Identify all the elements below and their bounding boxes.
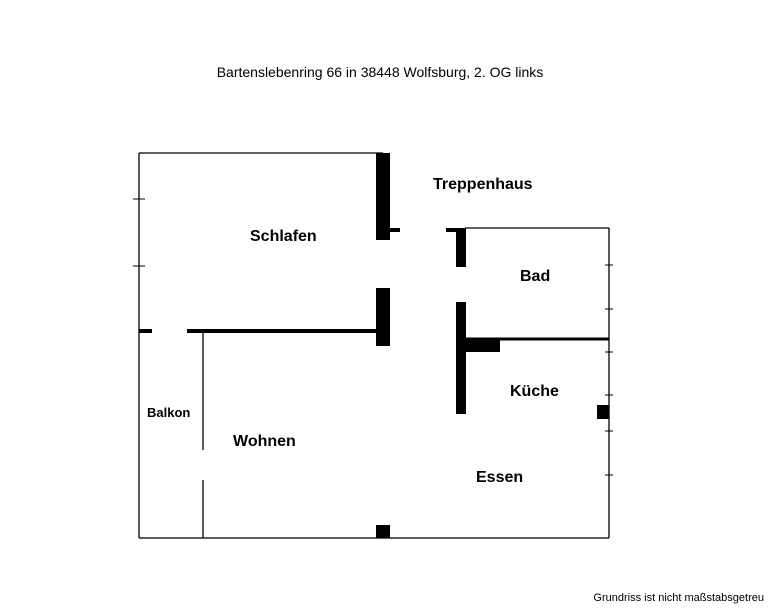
plan-title: Bartenslebenring 66 in 38448 Wolfsburg, …	[216, 64, 544, 80]
wall-pillar-bottom	[376, 525, 390, 538]
scale-note: Grundriss ist nicht maßstabsgetreu	[593, 592, 764, 604]
wall-pillar-right	[597, 405, 609, 419]
wall-bad-kueche-block	[464, 338, 500, 352]
room-label-kueche: Küche	[510, 383, 559, 400]
room-label-schlafen: Schlafen	[250, 228, 317, 245]
window-marks	[133, 198, 613, 476]
room-label-balkon: Balkon	[147, 405, 190, 420]
room-label-wohnen: Wohnen	[233, 433, 296, 450]
wall-stub-bad	[446, 228, 458, 232]
wall-stub-door	[390, 228, 400, 232]
room-label-bad: Bad	[520, 268, 550, 285]
wall-schlafen-wohnen-pillar	[376, 288, 390, 346]
outer-walls	[138, 152, 610, 539]
room-label-essen: Essen	[476, 469, 523, 486]
wall-schlafen-treppe	[376, 153, 390, 240]
wall-bad-left-top	[456, 228, 466, 267]
room-label-treppenhaus: Treppenhaus	[433, 176, 533, 193]
wall-schlafen-wohnen	[187, 329, 378, 333]
wall-kueche-left	[456, 302, 466, 414]
interior-walls	[139, 153, 609, 538]
wall-balkon-stub	[139, 329, 152, 333]
